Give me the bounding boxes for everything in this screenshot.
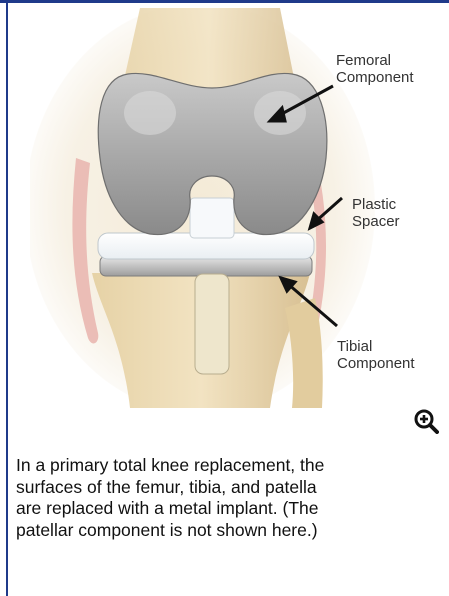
plastic-spacer-label: Plastic Spacer [352,196,400,230]
femoral-component-label: Femoral Component [336,52,414,86]
spacer-label-line-1: Plastic [352,196,400,213]
tibial-component-label: Tibial Component [337,338,415,372]
tibial-label-line-2: Component [337,355,415,372]
tibial-label-line-1: Tibial [337,338,415,355]
top-border [0,0,449,3]
spacer-label-line-2: Spacer [352,213,400,230]
left-border [6,3,8,596]
femoral-label-line-1: Femoral [336,52,414,69]
figure-caption: In a primary total knee replacement, the… [16,455,346,541]
femoral-label-line-2: Component [336,69,414,86]
zoom-in-magnifier-icon[interactable] [413,408,439,434]
